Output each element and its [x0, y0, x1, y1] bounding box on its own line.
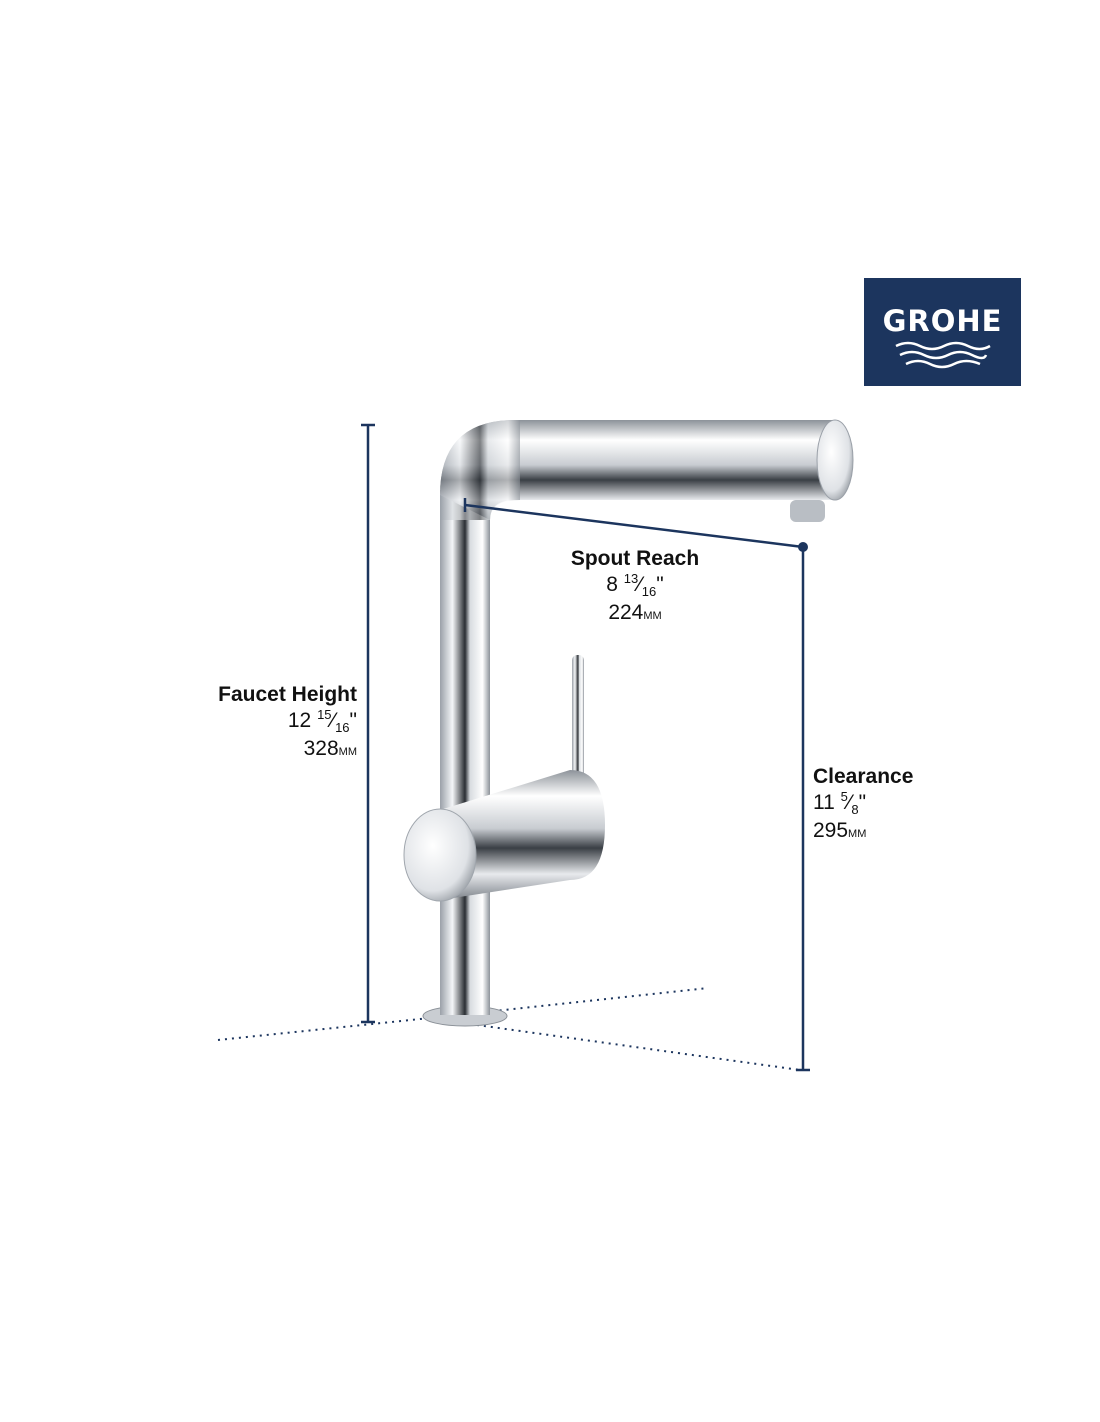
clearance-line — [796, 547, 810, 1072]
clearance-title: Clearance — [813, 765, 914, 788]
clearance-mm: 295MM — [813, 818, 867, 842]
faucet-height-title: Faucet Height — [218, 683, 357, 706]
faucet-height-line — [361, 423, 375, 1024]
faucet-height-inches: 12 15⁄16" — [287, 707, 357, 736]
grohe-logo: GROHE — [864, 278, 1021, 386]
waves-icon — [895, 341, 991, 369]
spout-reach-inches: 8 13⁄16" — [606, 571, 664, 600]
faucet-image — [403, 419, 854, 1027]
clearance-inches: 11 5⁄8" — [813, 789, 867, 818]
spout-reach-line — [463, 498, 804, 549]
clearance-label-group: Clearance 11 5⁄8" 295MM — [813, 764, 1013, 843]
faucet-height-label-group: Faucet Height 12 15⁄16" 328MM — [157, 682, 357, 761]
spout-reach-label-group: Spout Reach 8 13⁄16" 224MM — [535, 546, 735, 625]
spout-reach-title: Spout Reach — [570, 547, 700, 570]
spout-reach-mm: 224MM — [608, 600, 662, 624]
faucet-height-mm: 328MM — [303, 736, 357, 760]
floor-lines — [217, 987, 801, 1071]
logo-text: GROHE — [882, 304, 1003, 338]
